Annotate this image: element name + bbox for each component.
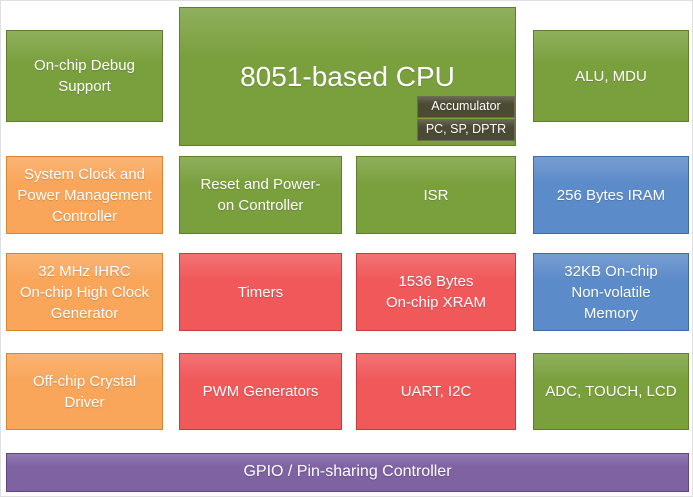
block-label: Reset and Power- on Controller xyxy=(200,176,321,214)
block-pc-sp-dptr: PC, SP, DPTR xyxy=(417,119,515,141)
block-1536-bytes-xram: 1536 Bytes On-chip XRAM xyxy=(356,253,516,331)
block-gpio-pin-sharing-controller: GPIO / Pin-sharing Controller xyxy=(6,453,689,492)
block-label: 32KB On-chip Non-volatile Memory xyxy=(564,262,658,322)
block-label: UART, I2C xyxy=(400,383,472,400)
block-label: Accumulator xyxy=(431,99,501,114)
block-label: Timers xyxy=(237,283,284,301)
block-label: PC, SP, DPTR xyxy=(425,122,507,137)
block-alu-mdu: ALU, MDU xyxy=(533,30,689,122)
block-uart-i2c: UART, I2C xyxy=(356,353,516,430)
block-label: PWM Generators xyxy=(202,383,319,400)
block-adc-touch-lcd: ADC, TOUCH, LCD xyxy=(533,353,689,430)
block-label: Off-chip Crystal Driver xyxy=(32,372,137,411)
block-offchip-crystal-driver: Off-chip Crystal Driver xyxy=(6,353,163,430)
block-32mhz-ihrc-clock-generator: 32 MHz IHRC On-chip High Clock Generator xyxy=(6,253,163,331)
block-reset-power-on-controller: Reset and Power- on Controller xyxy=(179,156,342,234)
block-label: 32 MHz IHRC On-chip High Clock Generator xyxy=(19,262,150,322)
block-label: ADC, TOUCH, LCD xyxy=(545,383,677,400)
block-256-bytes-iram: 256 Bytes IRAM xyxy=(533,156,689,234)
block-32kb-nonvolatile-memory: 32KB On-chip Non-volatile Memory xyxy=(533,253,689,331)
block-label: On-chip Debug Support xyxy=(34,57,135,95)
block-pwm-generators: PWM Generators xyxy=(179,353,342,430)
block-label: 1536 Bytes On-chip XRAM xyxy=(385,273,487,311)
block-label: ALU, MDU xyxy=(575,67,647,85)
block-accumulator: Accumulator xyxy=(417,96,515,118)
block-label: System Clock and Power Management Contro… xyxy=(17,165,152,225)
block-label: ISR xyxy=(423,186,449,204)
block-8051-cpu: 8051-based CPU xyxy=(179,7,516,146)
block-isr: ISR xyxy=(356,156,516,234)
block-label: GPIO / Pin-sharing Controller xyxy=(243,463,452,481)
block-system-clock-power-mgmt: System Clock and Power Management Contro… xyxy=(6,156,163,234)
block-label: 8051-based CPU xyxy=(240,60,455,92)
block-timers: Timers xyxy=(179,253,342,331)
block-onchip-debug-support: On-chip Debug Support xyxy=(6,30,163,122)
block-label: 256 Bytes IRAM xyxy=(556,186,666,204)
